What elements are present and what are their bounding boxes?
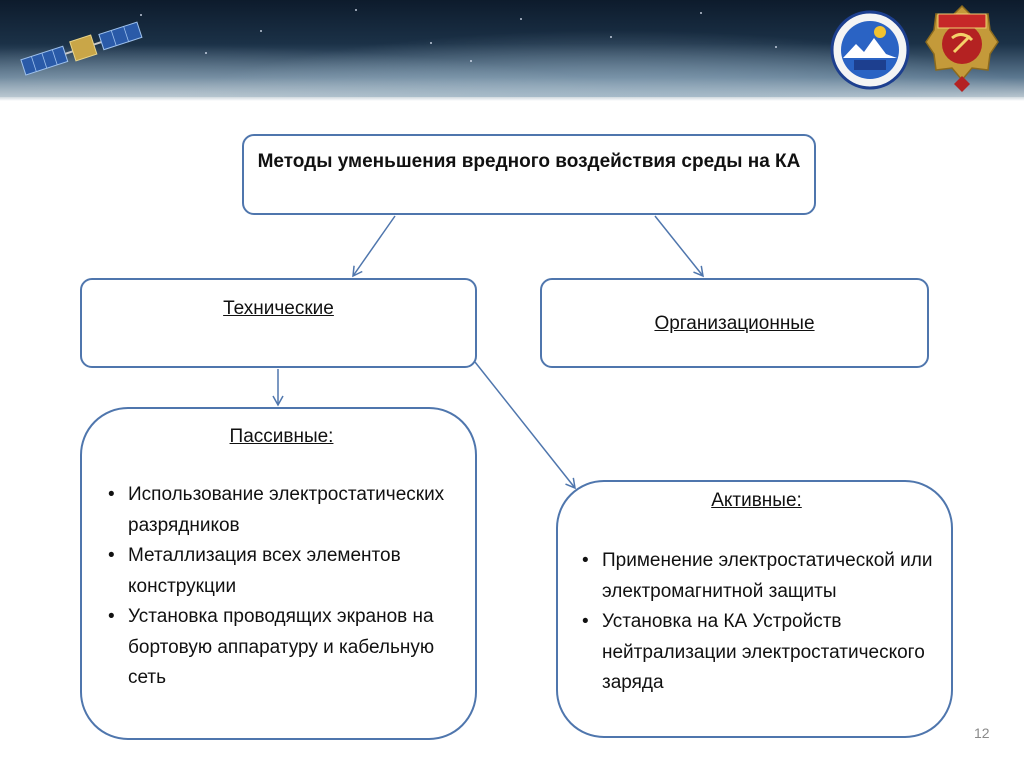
root-methods-box: Методы уменьшения вредного воздействия с… [242,134,816,215]
list-item: •Установка на КА Устройств нейтрализации… [582,611,925,693]
satellite-icon [20,21,143,76]
root-methods-title: Методы уменьшения вредного воздействия с… [257,151,801,172]
active-methods-title: Активные: [711,490,802,511]
list-item: •Металлизация всех элементов конструкции [108,545,401,597]
organizational-methods-box: Организационные [540,278,929,368]
banner-divider [0,97,1024,101]
list-item: •Применение электростатической или элект… [582,550,933,602]
technical-methods-box: Технические [80,278,477,368]
passive-methods-list: •Использование электростатических разряд… [104,480,459,694]
technical-methods-title: Технические [223,298,334,319]
arrow-root-to-technical [352,215,396,278]
passive-methods-title: Пассивные: [229,426,334,447]
page-number: 12 [974,725,990,741]
institute-logo-icon [830,10,910,90]
active-methods-list: •Применение электростатической или элект… [578,546,935,699]
organizational-methods-title: Организационные [654,313,815,334]
active-methods-box: Активные: •Применение электростатической… [556,480,953,738]
arrow-technical-to-active [474,361,576,490]
list-item: •Установка проводящих экранов на бортову… [108,606,435,688]
passive-methods-box: Пассивные: •Использование электростатиче… [80,407,477,740]
list-item: •Использование электростатических разряд… [108,484,445,536]
order-badge-icon [925,4,999,92]
header-banner [0,0,1024,97]
arrow-root-to-organizational [654,215,704,278]
